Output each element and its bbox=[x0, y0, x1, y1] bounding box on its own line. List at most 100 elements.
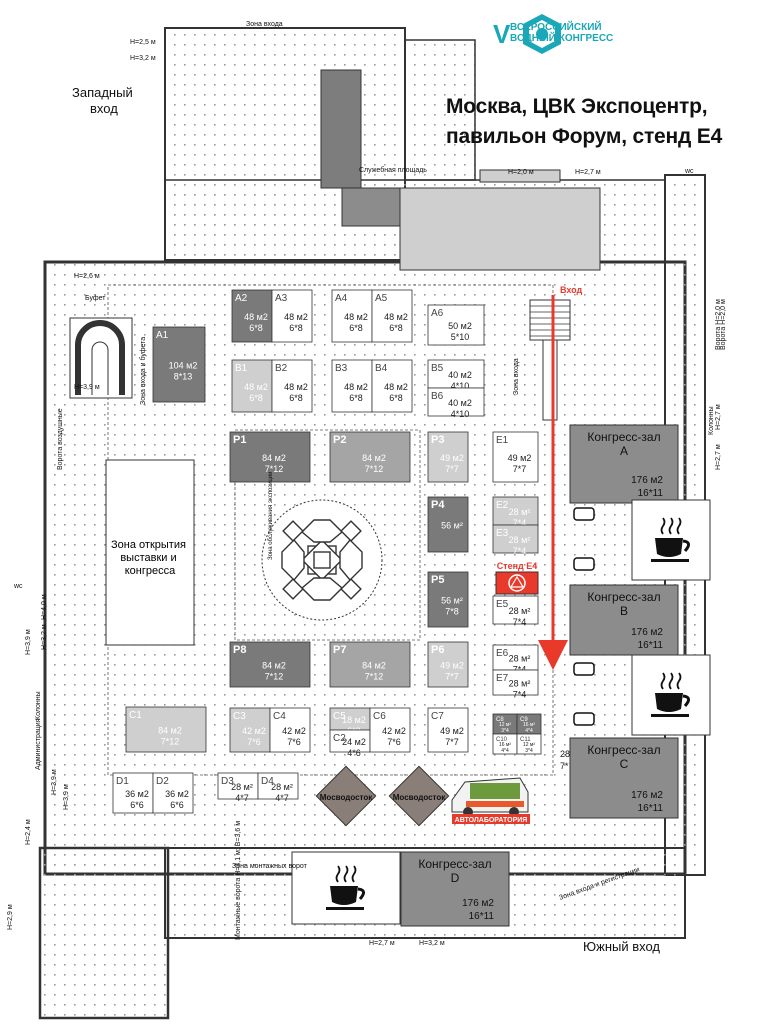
booth-shape[interactable] bbox=[269, 707, 311, 753]
booth-shape[interactable] bbox=[371, 359, 413, 413]
autolab-van[interactable]: АВТОЛАБОРАТОРИЯ bbox=[451, 777, 530, 824]
booth-shape[interactable] bbox=[231, 289, 273, 343]
booth-shape[interactable] bbox=[492, 595, 539, 625]
booth-shape[interactable] bbox=[331, 359, 373, 413]
height-marker: Н=3,2 м bbox=[419, 940, 445, 947]
booth-id: E6 bbox=[496, 648, 509, 659]
booth-id: C6 bbox=[373, 711, 386, 722]
booth-shape[interactable] bbox=[492, 644, 539, 671]
hall-shape[interactable] bbox=[400, 851, 510, 927]
cafe[interactable] bbox=[291, 851, 401, 925]
booth-area: 49 м2 bbox=[508, 453, 532, 463]
booth-shape[interactable] bbox=[271, 359, 313, 413]
booth-shape[interactable] bbox=[229, 707, 271, 753]
booth-shape[interactable] bbox=[229, 641, 311, 688]
booth-id: A4 bbox=[335, 293, 348, 304]
booth-shape[interactable] bbox=[492, 524, 539, 554]
hall-shape[interactable] bbox=[569, 584, 679, 656]
booth-id: P3 bbox=[431, 434, 444, 446]
booth-shape[interactable] bbox=[427, 304, 485, 346]
hall-shape[interactable] bbox=[569, 424, 679, 504]
booth-shape[interactable] bbox=[427, 641, 469, 688]
booth-shape[interactable] bbox=[427, 707, 469, 753]
booth-shape[interactable] bbox=[231, 359, 273, 413]
booth-shape[interactable] bbox=[492, 431, 539, 483]
booth-shape[interactable] bbox=[125, 706, 207, 753]
booth-shape[interactable] bbox=[152, 772, 194, 814]
booth-shape[interactable] bbox=[271, 289, 313, 343]
stand-e4[interactable]: Стенд Е4 bbox=[495, 561, 539, 595]
stand-e4-booth[interactable] bbox=[495, 571, 539, 595]
booth-shape[interactable] bbox=[427, 387, 485, 417]
booth-shape[interactable] bbox=[427, 496, 469, 553]
booth-shape[interactable] bbox=[112, 772, 154, 814]
booth-shape[interactable] bbox=[516, 733, 542, 755]
booth-shape[interactable] bbox=[371, 289, 413, 343]
booth-shape[interactable] bbox=[427, 431, 469, 483]
booth-id: C3 bbox=[233, 711, 246, 722]
booth-area: 56 м² bbox=[441, 596, 463, 606]
booth-shape[interactable] bbox=[329, 641, 411, 688]
hall-shape[interactable] bbox=[569, 737, 679, 819]
booth-shape[interactable] bbox=[331, 289, 373, 343]
booth-area: 36 м2 bbox=[125, 789, 149, 799]
booth-shape[interactable] bbox=[329, 431, 411, 483]
hall-letter: D bbox=[451, 871, 460, 885]
cafe[interactable] bbox=[631, 654, 711, 736]
booth-shape[interactable] bbox=[229, 431, 311, 483]
booth-shape[interactable] bbox=[152, 326, 206, 403]
mosvodostok-stand[interactable] bbox=[388, 765, 450, 827]
booth-shape[interactable] bbox=[369, 707, 411, 753]
booth-shape[interactable] bbox=[427, 571, 469, 628]
mosvodostok-stand[interactable] bbox=[315, 765, 377, 827]
booth-shape[interactable] bbox=[492, 669, 539, 696]
booth-shape[interactable] bbox=[257, 772, 299, 800]
cafe[interactable] bbox=[631, 499, 711, 581]
booth-dims: 3*4 bbox=[525, 748, 533, 754]
